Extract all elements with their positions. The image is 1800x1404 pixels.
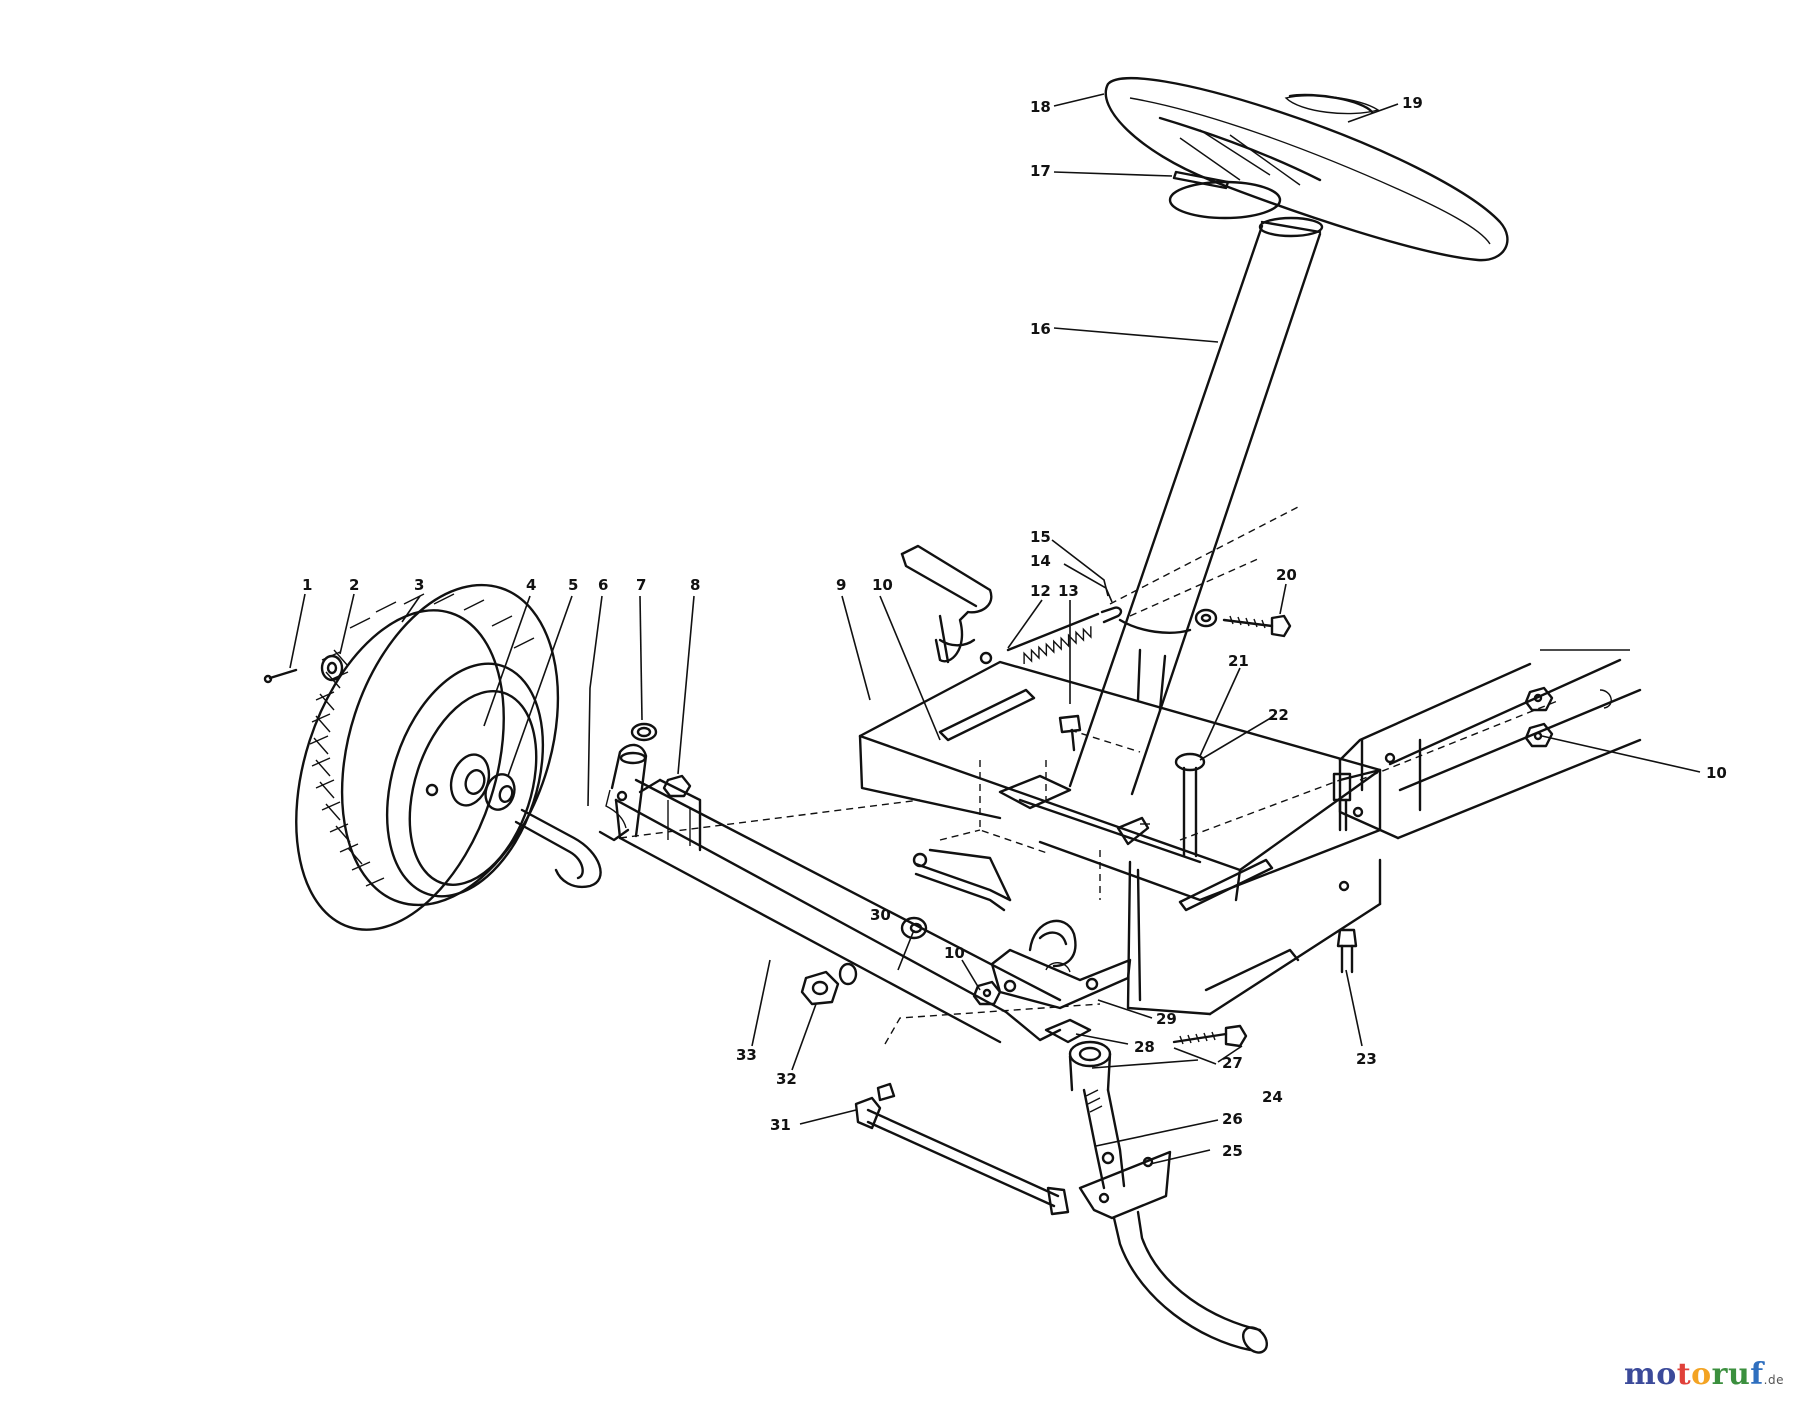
callout-6: 6 (598, 576, 608, 594)
callout-23: 23 (1356, 1050, 1377, 1068)
nut-8 (662, 774, 692, 798)
callout-12: 12 (1030, 582, 1051, 600)
callout-8: 8 (690, 576, 700, 594)
frame-bolts (1332, 686, 1554, 892)
callout-3: 3 (414, 576, 424, 594)
front-wheel (295, 583, 560, 931)
callout-10-right: 10 (1706, 764, 1727, 782)
callout-4: 4 (526, 576, 536, 594)
callout-22: 22 (1268, 706, 1289, 724)
bolt-23 (1336, 928, 1358, 974)
washer-7 (630, 722, 658, 742)
sleeve-30 (900, 916, 928, 940)
callout-16: 16 (1030, 320, 1051, 338)
callout-31: 31 (770, 1116, 791, 1134)
assembly-lines (619, 505, 1301, 1045)
callout-7: 7 (636, 576, 646, 594)
callout-21: 21 (1228, 652, 1249, 670)
steering-wheel (1104, 76, 1509, 262)
callout-33: 33 (736, 1046, 757, 1064)
steering-bracket (990, 919, 1132, 1010)
callout-29: 29 (1156, 1010, 1177, 1028)
callout-14: 14 (1030, 552, 1051, 570)
leader-lines (289, 93, 1701, 1165)
callout-10-upper: 10 (872, 576, 893, 594)
callout-32: 32 (776, 1070, 797, 1088)
callout-1: 1 (302, 576, 312, 594)
callout-30: 30 (870, 906, 891, 924)
steering-arm (900, 544, 993, 664)
nut-10-bracket (972, 980, 1002, 1006)
callout-5: 5 (568, 576, 578, 594)
callout-19: 19 (1402, 94, 1423, 112)
frame-rails (1179, 649, 1642, 841)
callout-18: 18 (1030, 98, 1051, 116)
callout-27: 27 (1222, 1054, 1243, 1072)
cotter-pin (263, 668, 298, 684)
callout-20: 20 (1276, 566, 1297, 584)
callout-26: 26 (1222, 1110, 1243, 1128)
spindle-right (1078, 1088, 1269, 1354)
callout-25: 25 (1222, 1142, 1243, 1160)
bolt-24 (1172, 1024, 1248, 1048)
washer-2 (320, 654, 344, 682)
tie-rod (854, 1082, 1070, 1216)
callout-2: 2 (349, 576, 359, 594)
steering-shaft (1068, 216, 1324, 796)
callout-9: 9 (836, 576, 846, 594)
nut-32 (800, 962, 858, 1006)
callout-13: 13 (1058, 582, 1079, 600)
spindle-left (514, 743, 648, 889)
callout-10-lower: 10 (944, 944, 965, 962)
spring (979, 606, 1123, 665)
callout-17: 17 (1030, 162, 1051, 180)
watermark-logo: motoruf.de (1624, 1357, 1784, 1392)
callout-15: 15 (1030, 528, 1051, 546)
callout-24: 24 (1262, 1088, 1283, 1106)
woodruff-key (1172, 170, 1230, 190)
callout-numbers: 1 2 3 4 5 6 7 8 9 10 10 10 12 13 14 15 1… (302, 94, 1727, 1160)
callout-28: 28 (1134, 1038, 1155, 1056)
front-axle (614, 778, 1062, 1044)
bolt-21-22 (1116, 752, 1206, 858)
drag-link (912, 848, 1012, 912)
bolt-20 (1194, 608, 1292, 638)
steering-cap (1288, 93, 1374, 114)
pin-near-plate (1058, 714, 1082, 752)
frame-plate (858, 660, 1382, 1016)
pinion-gear (1044, 1018, 1112, 1092)
